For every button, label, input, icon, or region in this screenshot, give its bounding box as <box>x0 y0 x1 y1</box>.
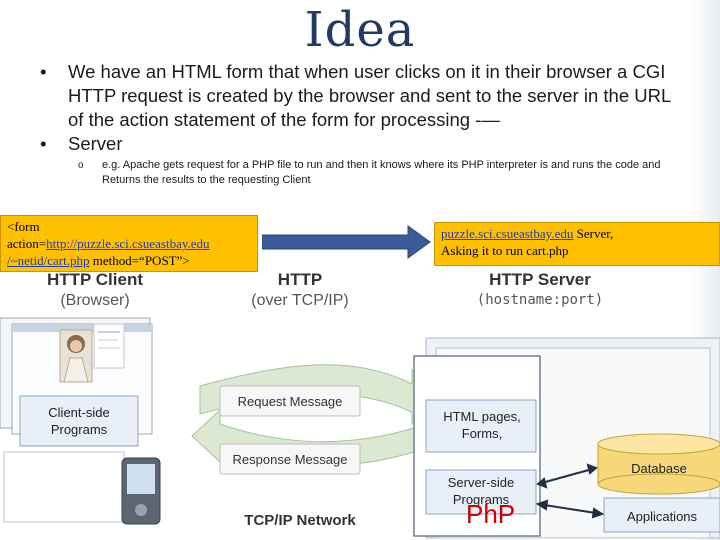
server-callout-line2: Asking it to run cart.php <box>441 243 569 258</box>
action-url-link[interactable]: http://puzzle.sci.csueastbay.edu <box>46 236 210 251</box>
bullet-list: • We have an HTML form that when user cl… <box>30 60 690 188</box>
http-server-subtitle: (hostname:port) <box>476 292 604 308</box>
request-message-label: Request Message <box>237 394 343 409</box>
client-programs-box <box>19 395 139 447</box>
server-programs-line1: Server-side <box>447 475 515 490</box>
http-server-title: HTTP Server <box>489 270 591 289</box>
pda-icon <box>121 457 161 525</box>
html-pages-line2: Forms, <box>461 426 503 441</box>
server-programs-label: Server-side Programs <box>426 474 536 508</box>
response-message-box <box>219 443 361 475</box>
html-pages-line1: HTML pages, <box>443 409 521 424</box>
right-arrow-icon <box>262 225 431 259</box>
sub-bullet-marker: o <box>78 160 84 171</box>
client-programs-line2: Programs <box>50 422 108 437</box>
action-path-link[interactable]: /~netid/cart.php <box>7 253 90 268</box>
form-path-line: /~netid/cart.php method=“POST”> <box>7 252 251 269</box>
html-pages-label: HTML pages, Forms, <box>430 408 534 442</box>
client-frame <box>3 451 125 523</box>
bullet-marker: • <box>40 61 47 82</box>
server-callout-text1: Server, <box>573 226 614 241</box>
database-icon <box>597 433 720 495</box>
applications-label: Applications <box>626 509 698 524</box>
action-attr: action= <box>7 236 47 251</box>
http-protocol-subtitle: (over TCP/IP) <box>251 292 349 309</box>
server-url-link[interactable]: puzzle.sci.csueastbay.edu <box>441 226 574 241</box>
client-programs-label: Client-side Programs <box>20 404 138 438</box>
sub-bullet-item: o e.g. Apache gets request for a PHP fil… <box>30 158 690 188</box>
server-programs-line2: Programs <box>452 492 510 507</box>
php-label: PhP <box>466 499 516 529</box>
server-request-callout: puzzle.sci.csueastbay.edu Server, Asking… <box>434 222 720 266</box>
server-callout-line1: puzzle.sci.csueastbay.edu Server, <box>441 225 713 242</box>
request-message-box <box>219 385 361 417</box>
person-icon <box>59 329 93 383</box>
http-protocol-title: HTTP <box>277 270 323 289</box>
form-action-line: action=http://puzzle.sci.csueastbay.edu <box>7 235 251 252</box>
connector-lines <box>535 463 605 519</box>
browser-page-thumbnail <box>93 323 125 369</box>
bullet-text: Server <box>68 133 123 154</box>
form-action-callout: <form action=http://puzzle.sci.csueastba… <box>0 215 258 272</box>
http-architecture-diagram: HTTP Client (Browser) HTTP (over TCP/IP)… <box>0 266 720 540</box>
browser-titlebar <box>12 324 152 332</box>
applications-box <box>603 497 720 533</box>
bullet-marker: • <box>40 133 47 154</box>
slide-title: Idea <box>304 2 416 58</box>
network-label: TCP/IP Network <box>244 512 356 529</box>
client-programs-line1: Client-side <box>48 405 110 420</box>
method-attr: method=“POST”> <box>89 253 190 268</box>
form-tag-line: <form <box>7 219 40 234</box>
bullet-item: • Server <box>30 132 690 156</box>
bullet-item: • We have an HTML form that when user cl… <box>30 60 690 132</box>
server-programs-box <box>425 469 537 515</box>
diagram-graphics <box>0 317 720 539</box>
bullet-text: We have an HTML form that when user clic… <box>68 61 671 130</box>
http-client-subtitle: (Browser) <box>60 292 130 309</box>
sub-bullet-text: e.g. Apache gets request for a PHP file … <box>102 159 661 186</box>
html-pages-box <box>425 399 537 453</box>
database-label: Database <box>631 461 687 476</box>
http-client-title: HTTP Client <box>46 270 144 289</box>
response-message-label: Response Message <box>232 452 348 467</box>
